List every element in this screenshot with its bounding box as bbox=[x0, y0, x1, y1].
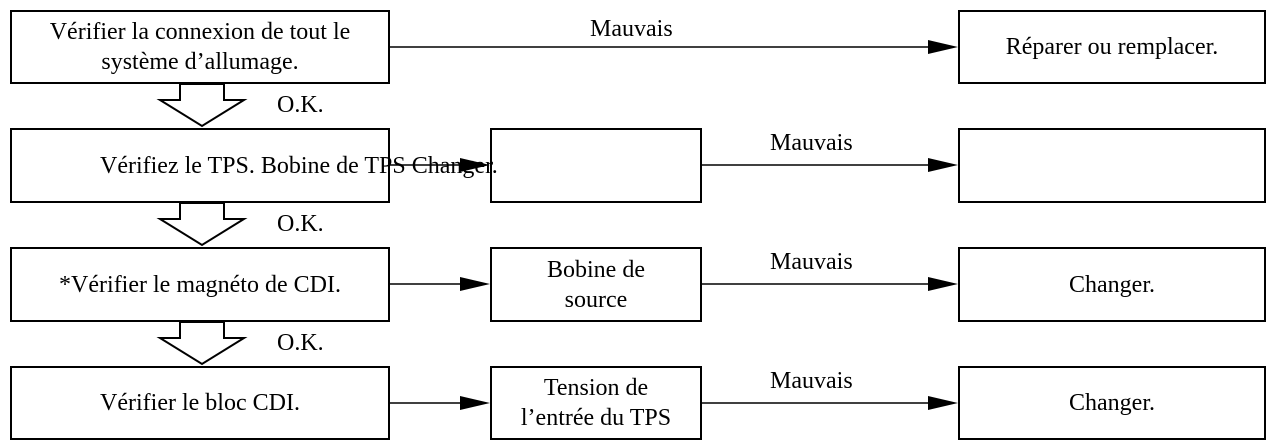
check-box-2: Vérifiez le TPS. Bobine de TPS Changer. bbox=[10, 128, 498, 203]
down-arrow-icon bbox=[156, 321, 248, 366]
box-text: Tension de bbox=[543, 375, 649, 401]
bad-label: Mauvais bbox=[770, 249, 853, 275]
component-box-4: Tension de l’entrée du TPS bbox=[490, 366, 702, 440]
box-text: Vérifier la connexion de tout le bbox=[49, 19, 351, 45]
result-box-4: Changer. bbox=[958, 366, 1266, 440]
arrowhead-icon bbox=[928, 277, 958, 291]
component-box-3: Bobine de source bbox=[490, 247, 702, 322]
arrowhead-icon bbox=[460, 396, 490, 410]
down-arrow-icon bbox=[156, 83, 248, 128]
ok-label: O.K. bbox=[277, 330, 324, 356]
bad-label: Mauvais bbox=[590, 16, 673, 42]
box-text: *Vérifier le magnéto de CDI. bbox=[59, 271, 341, 298]
box-text: Changer. bbox=[1069, 390, 1155, 416]
component-box-2 bbox=[490, 128, 702, 203]
arrowhead-icon bbox=[460, 277, 490, 291]
arrowhead-icon bbox=[928, 40, 958, 54]
check-box-1: Vérifier la connexion de tout le système… bbox=[10, 10, 390, 84]
box-text: Réparer ou remplacer. bbox=[1005, 34, 1219, 60]
box-text: l’entrée du TPS bbox=[520, 405, 672, 431]
check-box-4: Vérifier le bloc CDI. bbox=[10, 366, 390, 440]
arrowhead-icon bbox=[460, 158, 490, 172]
ok-label: O.K. bbox=[277, 92, 324, 118]
check-box-3: *Vérifier le magnéto de CDI. bbox=[10, 247, 390, 322]
down-arrow-icon bbox=[156, 202, 248, 247]
ok-label: O.K. bbox=[277, 211, 324, 237]
box-text: Vérifiez le TPS. Bobine de TPS Changer. bbox=[100, 152, 498, 179]
box-text: Bobine de bbox=[547, 256, 645, 283]
arrowhead-icon bbox=[928, 396, 958, 410]
box-text: système d’allumage. bbox=[101, 49, 299, 75]
arrowhead-icon bbox=[928, 158, 958, 172]
box-text: Changer. bbox=[1069, 271, 1155, 298]
result-box-1: Réparer ou remplacer. bbox=[958, 10, 1266, 84]
result-box-3: Changer. bbox=[958, 247, 1266, 322]
result-box-2 bbox=[958, 128, 1266, 203]
bad-label: Mauvais bbox=[770, 368, 853, 394]
bad-label: Mauvais bbox=[770, 130, 853, 156]
box-text: Vérifier le bloc CDI. bbox=[100, 390, 300, 416]
box-text: source bbox=[564, 286, 628, 313]
